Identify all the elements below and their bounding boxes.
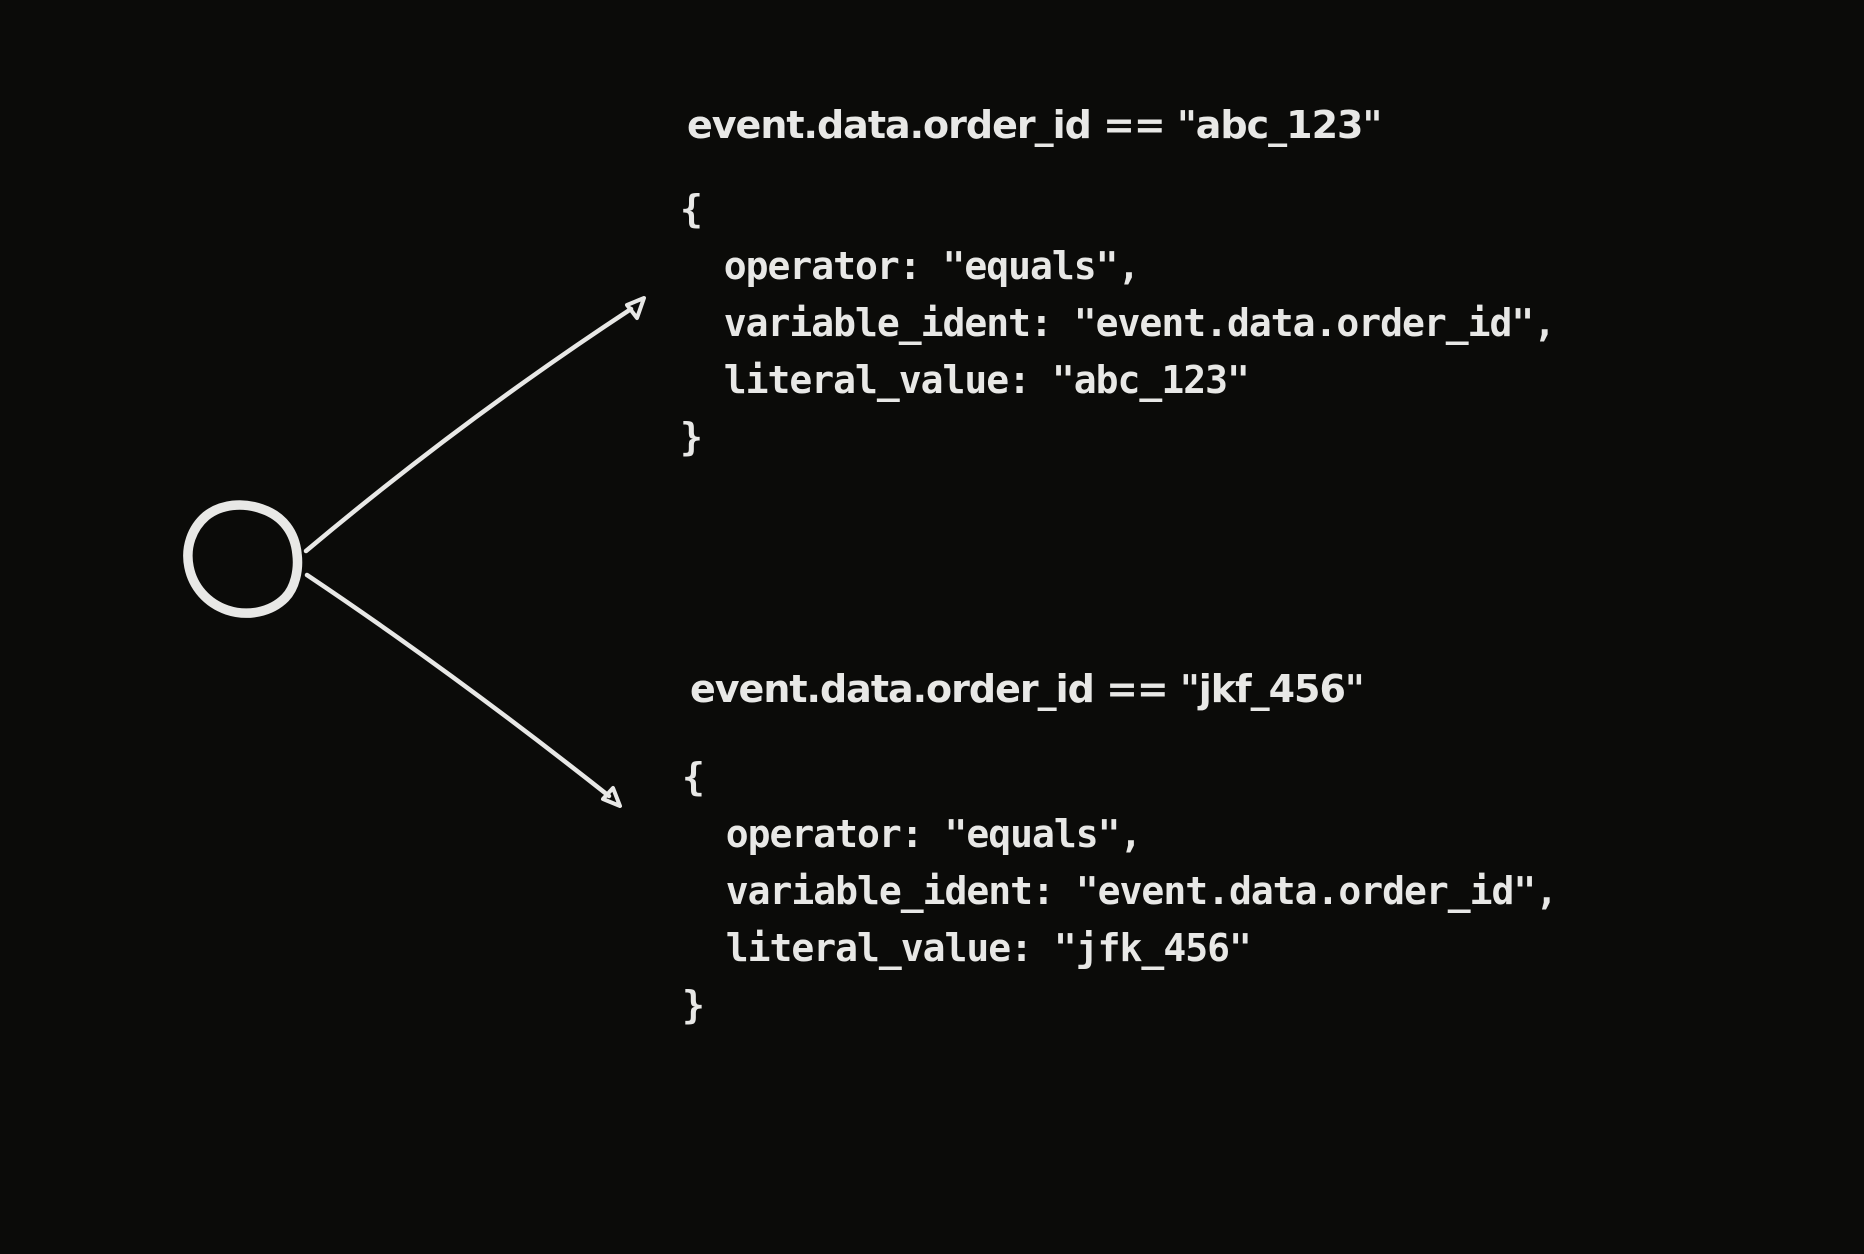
branch-1-code: { operator: "equals", variable_ident: "e… (680, 187, 1556, 459)
arrow-to-branch-2-head (601, 786, 622, 808)
decision-node-circle (183, 500, 303, 618)
arrow-to-branch-1-head (625, 296, 646, 320)
arrow-to-branch-2-line (304, 572, 612, 799)
branch-2-title: event.data.order_id == "jkf_456" (690, 667, 1365, 711)
branch-1-title: event.data.order_id == "abc_123" (687, 103, 1382, 147)
branch-2-code: { operator: "equals", variable_ident: "e… (682, 755, 1558, 1027)
arrow-to-branch-1-line (303, 306, 634, 554)
